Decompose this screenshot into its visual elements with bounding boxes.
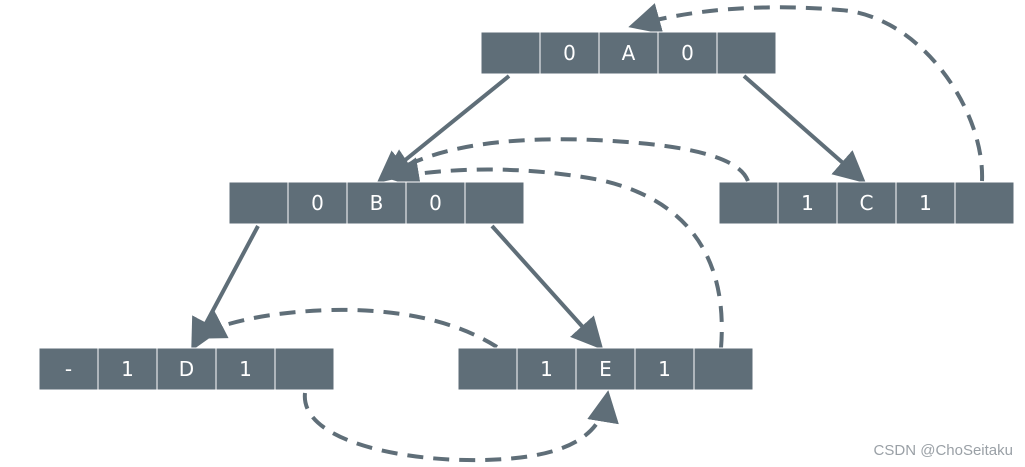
node-c-cell-1 xyxy=(777,181,838,225)
node-a-cell-0 xyxy=(480,31,541,75)
thread-edge-e-to-b xyxy=(387,157,724,349)
edge-layer xyxy=(191,3,985,463)
node-b-cell-3 xyxy=(405,181,466,225)
tree-edge-a-to-c xyxy=(742,74,867,184)
node-c-cell-0 xyxy=(718,181,779,225)
node-c-cell-4 xyxy=(954,181,1015,225)
node-d-cell-4 xyxy=(274,347,335,391)
node-e-cell-label: 1 xyxy=(540,357,553,381)
node-a-cell-label: A xyxy=(622,41,636,65)
node-b-cell-4 xyxy=(464,181,525,225)
node-b-cell-label: B xyxy=(370,191,384,215)
tree-edge-a-to-b xyxy=(376,74,511,184)
tree-edge-b-to-d xyxy=(191,225,260,352)
node-a-cell-4 xyxy=(716,31,777,75)
node-a-cell-2 xyxy=(598,31,659,75)
node-e-cell-4 xyxy=(693,347,754,391)
node-d-cell-1 xyxy=(97,347,158,391)
node-a: 0 A 0 xyxy=(480,31,777,75)
thread-edge-e-to-d xyxy=(192,307,499,349)
node-c-cell-label: 1 xyxy=(801,191,814,215)
node-c-cell-label: C xyxy=(860,191,874,215)
node-b: 0 B 0 xyxy=(228,181,525,225)
thread-edge-c-to-a xyxy=(628,3,985,182)
thread-edge-d-to-e xyxy=(302,390,619,463)
node-b-cell-1 xyxy=(287,181,348,225)
node-c-cell-2 xyxy=(836,181,897,225)
node-e: 1 E 1 xyxy=(457,347,754,391)
node-e-cell-0 xyxy=(457,347,518,391)
node-a-cell-label: 0 xyxy=(563,41,576,65)
node-a-cell-label: 0 xyxy=(681,41,694,65)
node-e-cell-2 xyxy=(575,347,636,391)
node-d-cell-label: - xyxy=(65,357,72,381)
node-b-cell-label: 0 xyxy=(311,191,324,215)
node-c: 1 C 1 xyxy=(718,181,1015,225)
thread-edge-c-to-b xyxy=(381,137,750,182)
node-d-cell-0 xyxy=(38,347,99,391)
node-a-cell-3 xyxy=(657,31,718,75)
node-d-cell-label: 1 xyxy=(121,357,134,381)
node-b-cell-label: 0 xyxy=(429,191,442,215)
node-d: - 1 D 1 xyxy=(38,347,335,391)
node-e-cell-label: E xyxy=(599,357,612,381)
node-e-cell-label: 1 xyxy=(658,357,671,381)
node-e-cell-3 xyxy=(634,347,695,391)
node-b-cell-0 xyxy=(228,181,289,225)
node-c-cell-label: 1 xyxy=(919,191,932,215)
node-a-cell-1 xyxy=(539,31,600,75)
node-d-cell-label: D xyxy=(179,357,194,381)
watermark: CSDN @ChoSeitaku xyxy=(873,442,1013,459)
tree-edge-b-to-e xyxy=(490,224,604,350)
node-e-cell-1 xyxy=(516,347,577,391)
node-d-cell-2 xyxy=(156,347,217,391)
node-d-cell-label: 1 xyxy=(239,357,252,381)
node-c-cell-3 xyxy=(895,181,956,225)
